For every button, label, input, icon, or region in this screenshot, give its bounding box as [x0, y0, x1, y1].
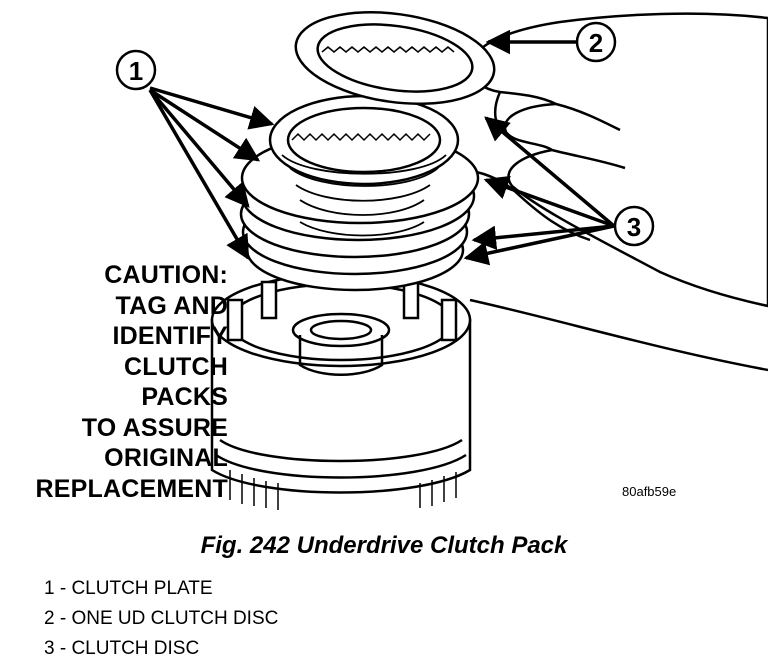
legend-item: 2 - ONE UD CLUTCH DISC [44, 608, 279, 629]
callout-1: 1 [115, 49, 275, 261]
callout-3: 3 [463, 116, 655, 266]
caution-line: CLUTCH [124, 352, 228, 381]
legend-item: 1 - CLUTCH PLATE [44, 578, 213, 599]
clutch-pack-illustration: 1 2 3 [115, 11, 768, 510]
callout-2: 2 [485, 21, 617, 63]
clutch-stack [239, 94, 480, 292]
caution-line: TAG AND [115, 291, 228, 320]
caution-line: IDENTIFY [112, 322, 228, 350]
ud-clutch-disc [294, 11, 496, 105]
svg-text:1: 1 [129, 56, 143, 86]
caution-note: CAUTION: TAG AND IDENTIFY CLUTCH PACKS T… [28, 260, 228, 504]
arm-outline [469, 298, 768, 372]
figure-code: 80afb59e [622, 484, 677, 499]
caution-line: REPLACEMENT [35, 474, 228, 503]
legend: 1 - CLUTCH PLATE 2 - ONE UD CLUTCH DISC … [44, 574, 278, 664]
caution-line: TO ASSURE [81, 413, 228, 442]
svg-text:3: 3 [627, 212, 641, 242]
caution-line: CAUTION: [104, 261, 228, 289]
svg-text:2: 2 [589, 28, 603, 58]
caution-line: PACKS [141, 383, 228, 411]
caution-line: ORIGINAL [104, 444, 228, 472]
figure-caption: Fig. 242 Underdrive Clutch Pack [200, 532, 568, 559]
legend-item: 3 - CLUTCH DISC [44, 638, 200, 659]
clutch-housing [210, 272, 472, 510]
